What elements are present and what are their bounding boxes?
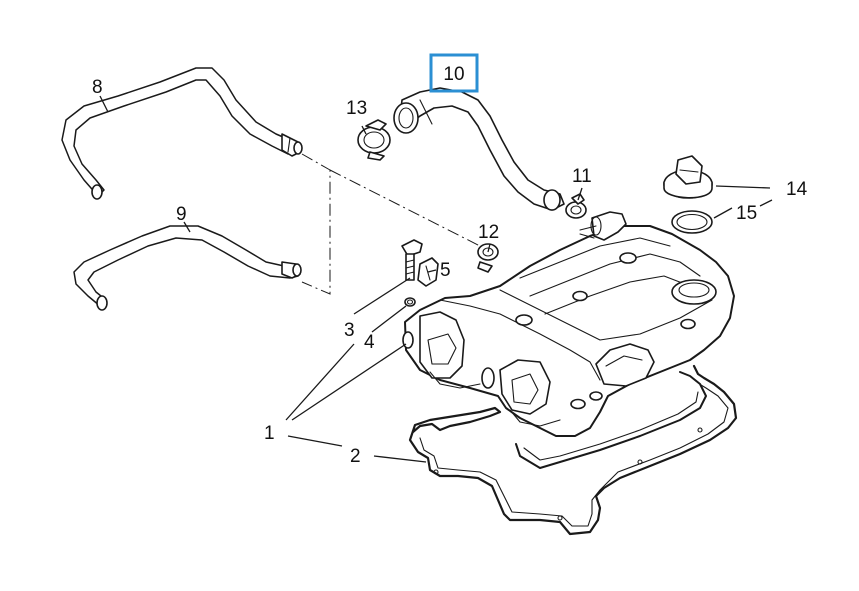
callout-15[interactable]: 15: [736, 203, 757, 224]
part-12-hose-clamp-small[interactable]: [477, 243, 499, 273]
callout-2[interactable]: 2: [350, 446, 361, 467]
callout-labels: 10 8 13 11 14 15 9 12 5 3 4 1 2: [92, 53, 808, 467]
part-3-bolt[interactable]: [401, 239, 423, 281]
leader-lines: [99, 95, 773, 463]
callout-10[interactable]: 10: [443, 64, 464, 85]
part-8-vent-hose-upper[interactable]: [61, 67, 303, 200]
callout-9[interactable]: 9: [176, 204, 187, 225]
part-10-vent-hose-bent[interactable]: [393, 87, 565, 211]
part-13-hose-clamp-left[interactable]: [357, 119, 391, 161]
part-11-hose-clamp-right[interactable]: [565, 193, 587, 219]
callout-5[interactable]: 5: [440, 260, 451, 281]
callout-11[interactable]: 11: [572, 166, 592, 187]
callout-13[interactable]: 13: [346, 98, 367, 119]
callout-3[interactable]: 3: [344, 320, 355, 341]
part-14-oil-filler-cap[interactable]: [663, 155, 713, 199]
part-1-cylinder-head-cover[interactable]: [402, 211, 735, 437]
part-9-vent-hose-lower[interactable]: [73, 225, 302, 311]
part-15-filler-cap-seal[interactable]: [671, 210, 713, 234]
callout-14[interactable]: 14: [786, 179, 808, 200]
connection-dash-lines: [301, 153, 481, 295]
part-4-seal-ring[interactable]: [404, 297, 416, 307]
part-2-gasket[interactable]: [408, 364, 738, 536]
callout-1[interactable]: 1: [264, 423, 275, 444]
callout-10-highlight-box: [429, 53, 479, 93]
callout-8[interactable]: 8: [92, 77, 103, 98]
callout-12[interactable]: 12: [478, 222, 499, 243]
callout-4[interactable]: 4: [364, 332, 375, 353]
